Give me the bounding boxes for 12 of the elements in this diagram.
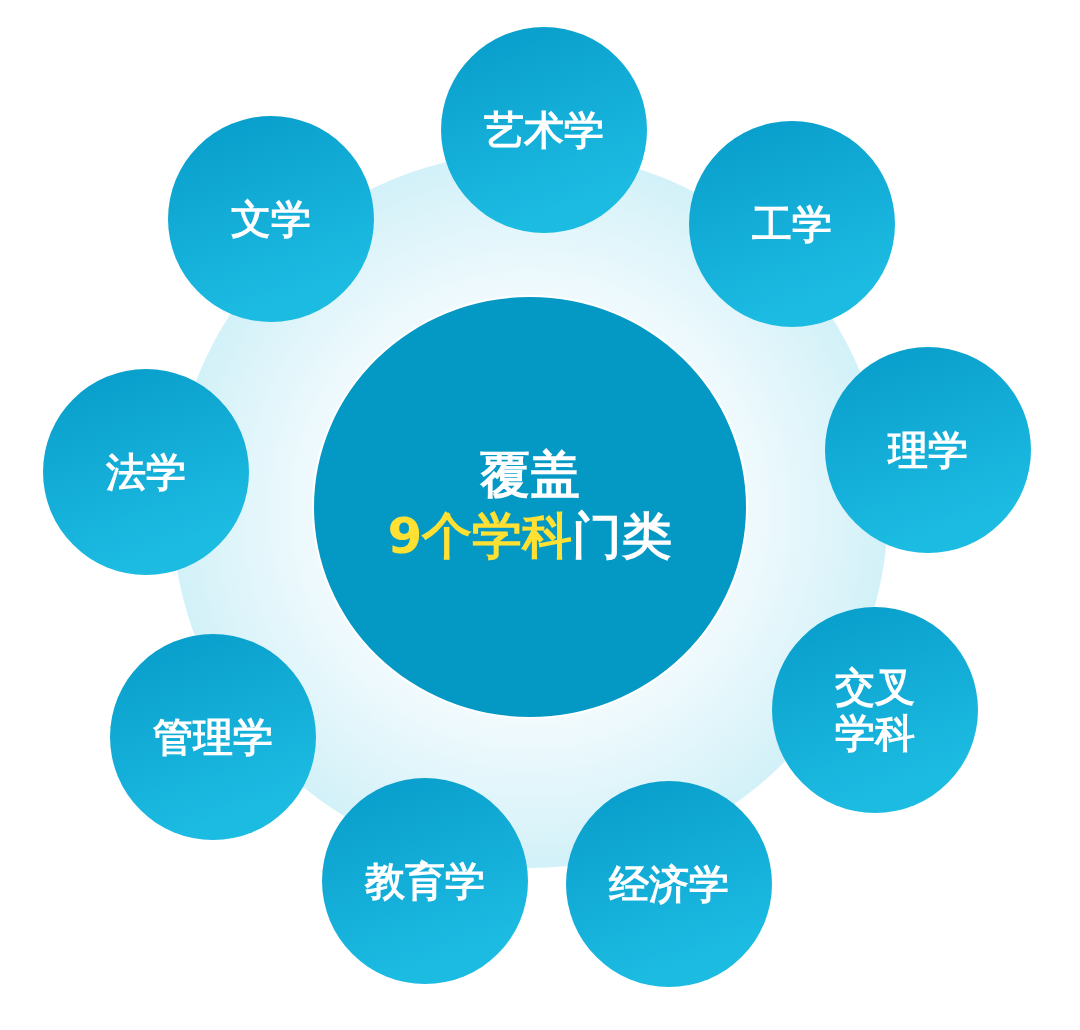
category-label: 文学 bbox=[231, 196, 311, 242]
category-label: 艺术学 bbox=[484, 107, 604, 153]
category-label: 法学 bbox=[106, 449, 186, 495]
heading-text: 覆盖 bbox=[480, 447, 580, 505]
category-label: 交叉学科 bbox=[834, 664, 916, 756]
category-label: 管理学 bbox=[153, 714, 273, 760]
category-label: 经济学 bbox=[609, 861, 729, 907]
category-label: 教育学 bbox=[365, 858, 485, 904]
category-label: 理学 bbox=[888, 427, 968, 473]
highlight-text: 9个学科 bbox=[387, 506, 573, 565]
body-text: 门类 bbox=[572, 506, 673, 565]
category-label: 工学 bbox=[752, 201, 832, 247]
